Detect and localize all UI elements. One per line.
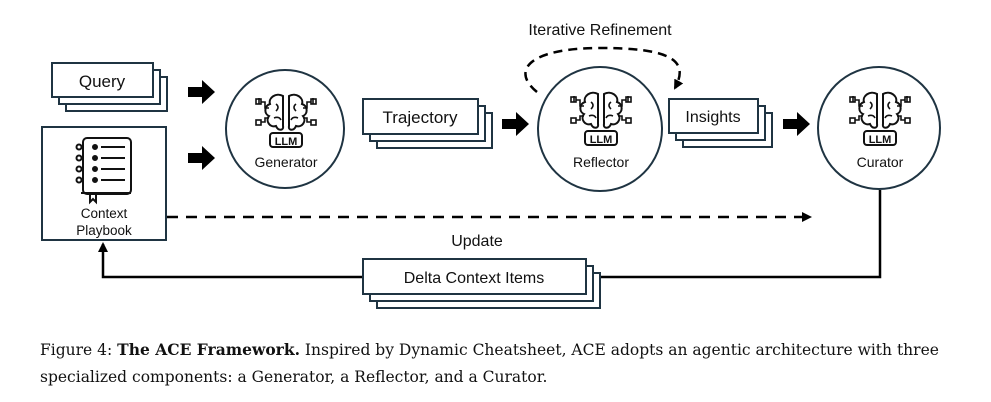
notebook-icon (75, 137, 132, 205)
trajectory-label: Trajectory (383, 108, 458, 127)
diagram: Query Context Playbook LLM Generator T (41, 22, 941, 309)
reflector-label: Reflector (573, 154, 629, 170)
curator-node: LLM Curator (817, 66, 941, 190)
query-label: Query (79, 72, 126, 91)
generator-label: Generator (254, 154, 317, 170)
delta-context-items-node: Delta Context Items (362, 258, 601, 309)
llm-badge: LLM (869, 134, 892, 146)
arrow-icon (188, 80, 215, 104)
generator-node: LLM Generator (225, 69, 345, 189)
caption-label: Figure 4: (40, 341, 113, 359)
playbook-label-line1: Context (81, 206, 128, 221)
iterative-refinement-loop (524, 46, 684, 93)
figure-caption: Figure 4: The ACE Framework. Inspired by… (40, 336, 980, 391)
llm-badge: LLM (275, 136, 298, 148)
arrow-icon (502, 112, 529, 136)
trajectory-node: Trajectory (362, 98, 493, 149)
playbook-label-line2: Playbook (76, 223, 132, 238)
curator-label: Curator (857, 154, 904, 170)
insights-label: Insights (685, 109, 740, 126)
reflector-node: LLM Reflector (537, 66, 663, 192)
query-node: Query (51, 62, 168, 112)
llm-badge: LLM (590, 134, 613, 146)
insights-node: Insights (668, 98, 773, 148)
update-label: Update (451, 233, 503, 250)
flow-arrows (188, 80, 810, 170)
delta-context-items-label: Delta Context Items (404, 270, 545, 287)
context-playbook-node: Context Playbook (41, 126, 167, 241)
caption-title: The ACE Framework. (117, 340, 300, 359)
caption-text: Inspired by Dynamic Cheatsheet, ACE adop… (40, 341, 939, 386)
iterative-refinement-label: Iterative Refinement (528, 22, 672, 39)
arrow-icon (783, 112, 810, 136)
arrow-icon (188, 146, 215, 170)
